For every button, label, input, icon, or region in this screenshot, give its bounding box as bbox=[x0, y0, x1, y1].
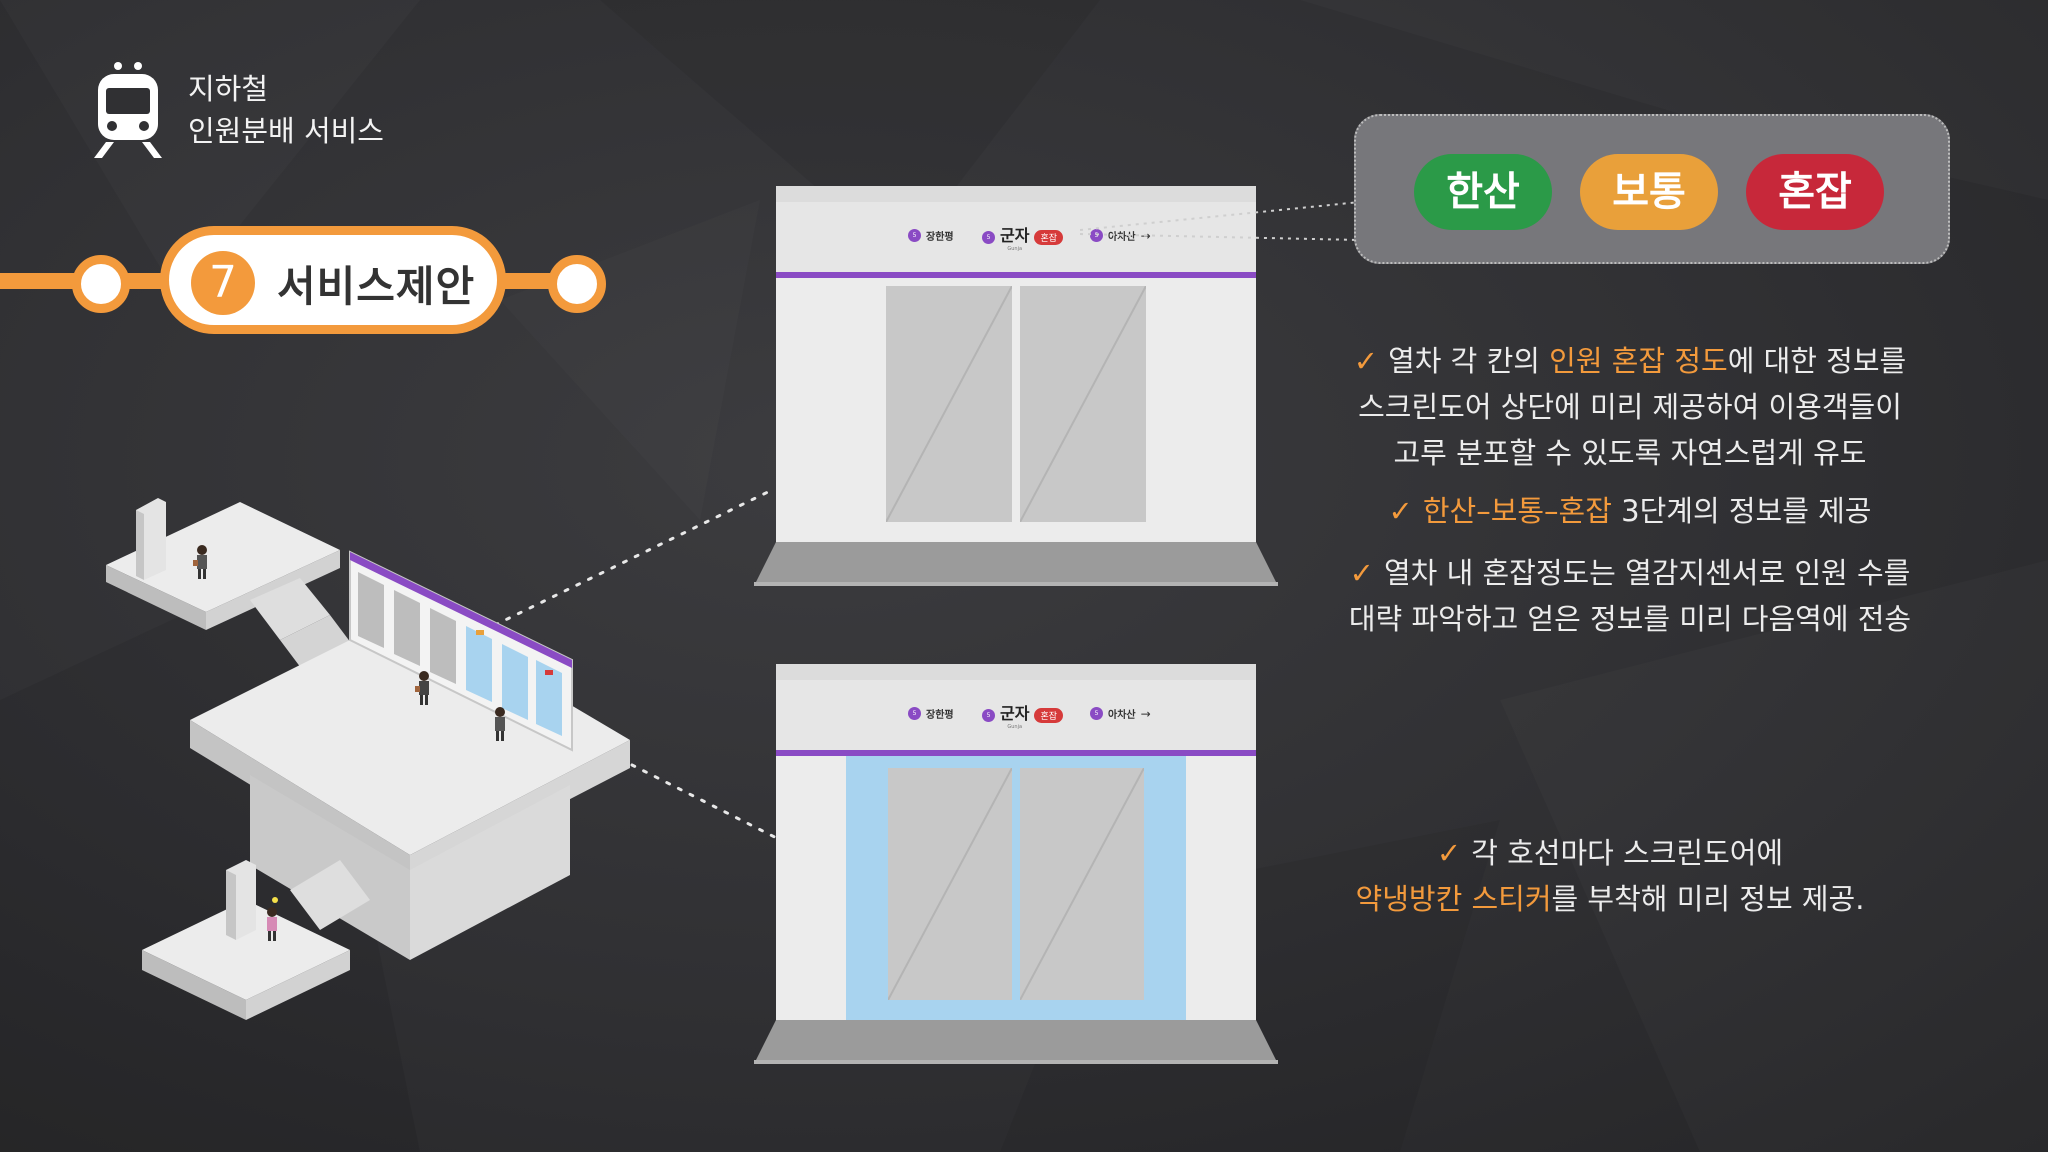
level-high-badge: 혼잡 bbox=[1746, 154, 1884, 230]
title-line1: 지하철 bbox=[188, 72, 269, 106]
timeline-node bbox=[548, 255, 606, 313]
level-low-badge: 한산 bbox=[1414, 154, 1552, 230]
title-line2: 인원분배 서비스 bbox=[188, 114, 384, 148]
door-panel-left bbox=[888, 768, 1012, 1000]
section-pill: 7 서비스제안 bbox=[160, 226, 506, 334]
section-label: 서비스제안 bbox=[277, 262, 476, 311]
arrow-right-icon: → bbox=[1140, 706, 1151, 721]
station-current: 군자 bbox=[1000, 226, 1030, 245]
callout-connector bbox=[1080, 201, 1361, 241]
bullet-4: ✓각 호선마다 스크린도어에 약냉방칸 스티커를 부착해 미리 정보 제공. bbox=[1355, 836, 1865, 916]
bullet-2: ✓한산–보통–혼잡 3단계의 정보를 제공 bbox=[1388, 494, 1872, 528]
check-icon: ✓ bbox=[1349, 556, 1374, 590]
door-panel-left bbox=[886, 286, 1012, 522]
check-icon: ✓ bbox=[1353, 344, 1379, 378]
train-icon bbox=[94, 62, 162, 158]
congestion-badge: 혼잡 bbox=[1034, 707, 1064, 723]
check-icon: ✓ bbox=[1388, 494, 1413, 528]
timeline-node bbox=[72, 255, 130, 313]
platform-illustration bbox=[106, 490, 780, 1020]
section-number: 7 bbox=[191, 251, 255, 315]
page-title: 지하철 인원분배 서비스 bbox=[188, 68, 384, 152]
check-icon: ✓ bbox=[1436, 836, 1462, 870]
platform-floor-1 bbox=[754, 542, 1278, 586]
station-left: 장한평 bbox=[926, 232, 954, 243]
station-right: 아차산 bbox=[1108, 232, 1136, 243]
bullet-3: ✓열차 내 혼잡정도는 열감지센서로 인원 수를 대략 파악하고 얻은 정보를 … bbox=[1348, 556, 1912, 636]
level-mid-badge: 보통 bbox=[1580, 154, 1718, 230]
bullet-1: ✓열차 각 칸의 인원 혼잡 정도에 대한 정보를 스크린도어 상단에 미리 제… bbox=[1353, 344, 1907, 470]
congestion-badge: 혼잡 bbox=[1034, 229, 1064, 245]
door-panel-right bbox=[1020, 768, 1144, 1000]
platform-floor-2 bbox=[754, 1020, 1278, 1064]
door-panel-right bbox=[1020, 286, 1146, 522]
congestion-legend: 한산 보통 혼잡 bbox=[1354, 114, 1950, 264]
